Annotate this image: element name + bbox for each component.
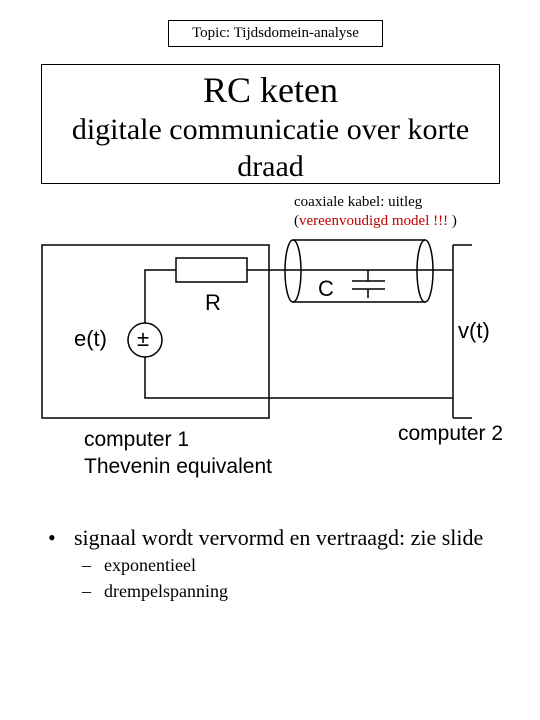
title-line-1: RC keten: [203, 70, 338, 110]
resistor: [175, 257, 248, 283]
output-label: v(t): [458, 318, 490, 343]
computer1-label: computer 1 Thevenin equivalent: [84, 428, 272, 478]
capacitor-label: C: [318, 276, 334, 301]
cable-note-line-1: coaxiale kabel: uitleg: [294, 194, 423, 210]
bullet-sub-2: –drempelspanning: [82, 581, 228, 601]
source-symbol: ±: [137, 326, 150, 351]
cable-note: coaxiale kabel: uitleg (vereenvoudigd mo…: [294, 193, 457, 231]
title-box: RC keten digitale communicatie over kort…: [41, 64, 500, 184]
bullet-list: • signaal wordt vervormd en vertraagd: z…: [48, 524, 508, 604]
resistor-label: R: [205, 290, 221, 315]
computer1-box: [41, 244, 270, 419]
cable-note-highlight: vereenvoudigd model !!!: [299, 213, 449, 229]
wire-source-to-resistor: [144, 269, 176, 323]
topic-text: Topic: Tijdsdomein-analyse: [192, 25, 359, 41]
title-line-3: draad: [237, 150, 304, 183]
bullet-sub-1: –exponentieel: [82, 555, 196, 575]
bullet-dot: •: [48, 525, 56, 550]
bullet-main: • signaal wordt vervormd en vertraagd: z…: [48, 525, 484, 550]
wire-bottom-conductor: [144, 357, 453, 399]
cable-note-line-2: (vereenvoudigd model !!! ): [294, 213, 457, 229]
title-line-2: digitale communicatie over korte: [71, 113, 470, 146]
source-label: e(t): [74, 326, 107, 351]
coax-right-end: [416, 239, 434, 303]
coax-left-end: [284, 239, 302, 303]
topic-box: Topic: Tijdsdomein-analyse: [168, 20, 383, 47]
computer2-label: computer 2: [398, 422, 504, 445]
